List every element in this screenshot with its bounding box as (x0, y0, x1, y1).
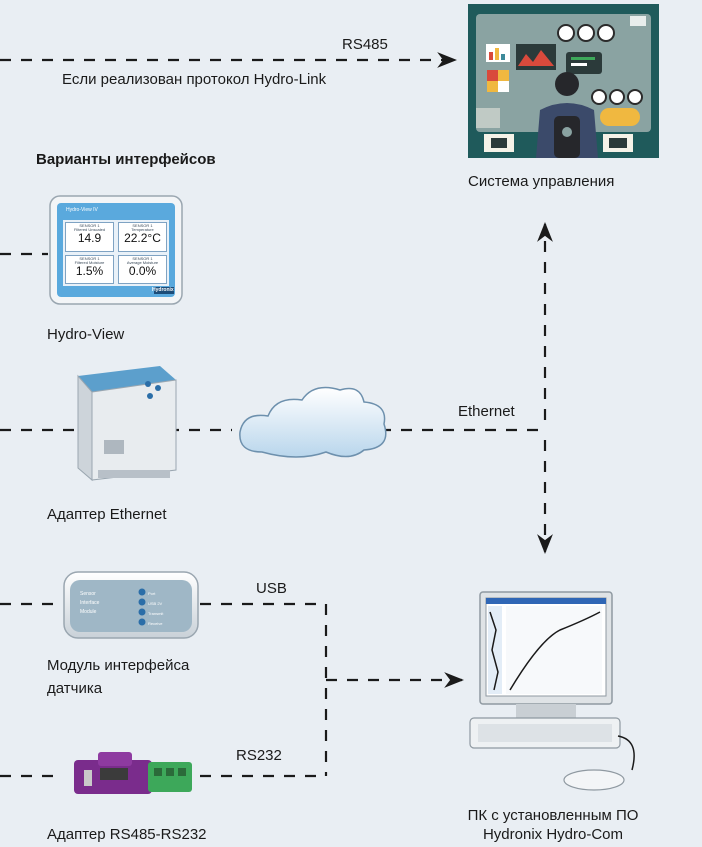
control-system-illustration (468, 4, 659, 158)
sim-left-line: Interface (80, 600, 100, 606)
hydro-view-cell: SENSOR 1 Average Moisture 0.0% (118, 254, 167, 284)
sim-module-right-text: Port USB 2V Transmit Receive (148, 589, 163, 629)
sim-left-line: Sensor (80, 591, 96, 597)
sim-module-left-text: Sensor Interface Module (80, 590, 99, 617)
hydro-view-cell: SENSOR 1 Filtered Unscaled 14.9 (65, 222, 114, 252)
hydro-view-cell-sub: Temperature (131, 227, 154, 232)
hydro-view-readings: SENSOR 1 Filtered Unscaled 14.9 SENSOR 1… (65, 222, 167, 284)
sim-right-line: Port (148, 591, 156, 596)
hydro-view-cell-value: 22.2°C (124, 231, 161, 245)
ethernet-adapter-device (77, 366, 177, 482)
sim-left-line: Module (80, 609, 97, 615)
hydro-link-note: Если реализован протокол Hydro-Link (62, 71, 327, 88)
hydro-view-cell-sub: Filtered Unscaled (73, 227, 106, 232)
sim-module-label-line2: датчика (47, 680, 103, 697)
usb-line (200, 602, 328, 776)
ethernet-label: Ethernet (458, 403, 515, 420)
cloud-icon (239, 386, 387, 458)
hydro-view-label: Hydro-View (47, 326, 125, 343)
interfaces-heading: Варианты интерфейсов (36, 151, 216, 168)
hydro-view-cell-value: 0.0% (128, 263, 157, 278)
hydro-view-cell-name: SENSOR 1 (132, 255, 153, 261)
hydro-view-cell-name: SENSOR 1 (79, 255, 100, 261)
hydro-view-cell: SENSOR 1 Filtered Moisture 1.5% (65, 254, 114, 284)
sim-right-line: USB 2V (148, 601, 163, 606)
hydro-view-screen-title: Hydro-View IV (66, 207, 98, 213)
usb-label: USB (256, 580, 287, 597)
sim-module-device (63, 571, 199, 639)
hydro-view-cell: SENSOR 1 Temperature 22.2°C (118, 222, 167, 252)
hydro-view-cell-sub: Filtered Moisture (74, 259, 105, 265)
rs-adapter-label: Адаптер RS485-RS232 (47, 826, 207, 843)
pc-illustration (469, 591, 635, 791)
pc-label-line1: ПК с установленным ПО (467, 807, 639, 824)
hydro-view-brand: Hydronix (152, 287, 174, 293)
rs232-label: RS232 (236, 747, 282, 764)
hydro-view-cell-value: 14.9 (77, 231, 102, 245)
sim-right-line: Transmit (148, 611, 164, 616)
hydro-view-cell-value: 1.5% (75, 263, 104, 278)
pc-label-line2: Hydronix Hydro-Com (482, 826, 624, 843)
rs485-label: RS485 (342, 36, 388, 53)
rs-adapter-device (74, 752, 192, 794)
sim-right-line: Receive (148, 621, 163, 626)
control-system-label: Система управления (468, 173, 615, 190)
hydro-view-cell-name: SENSOR 1 (132, 223, 153, 228)
hydro-view-cell-name: SENSOR 1 (79, 223, 100, 228)
hydro-view-cell-sub: Average Moisture (126, 259, 159, 265)
ethernet-adapter-label: Адаптер Ethernet (47, 506, 167, 523)
sim-module-label-line1: Модуль интерфейса (47, 657, 190, 674)
